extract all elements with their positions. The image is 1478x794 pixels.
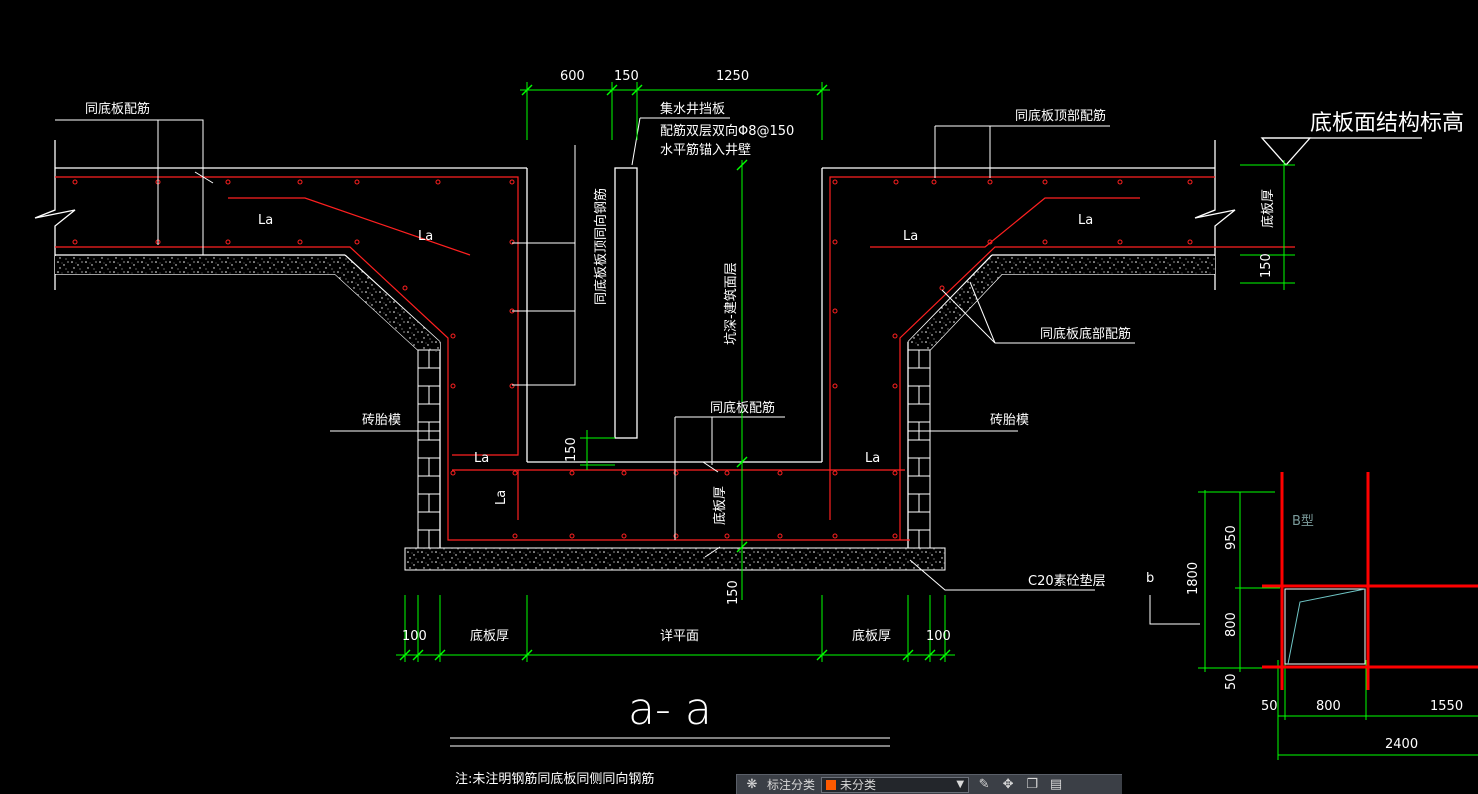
label-elevation-mark: 底板面结构标高 (1310, 111, 1464, 136)
dim-b-1800: 1800 (1186, 562, 1201, 595)
label-top-left-rebar: 同底板配筋 (85, 101, 150, 117)
label-right-bottom-rebar: 同底板底部配筋 (1040, 326, 1131, 342)
dim-top-1250: 1250 (716, 69, 749, 84)
label-sump-note-2: 配筋双层双向Φ8@150 (660, 123, 794, 139)
edit-icon[interactable]: ✎ (978, 777, 990, 792)
label-depth-v: 坑深-建筑面层 (723, 262, 739, 345)
label-la-6: La (865, 451, 880, 466)
label-slab-thickness-v: 底板厚 (1260, 189, 1276, 228)
label-b: b (1146, 571, 1154, 586)
dim-right-150: 150 (1259, 253, 1274, 278)
note-text: 注:未注明钢筋同底板同侧同向钢筋 (455, 771, 654, 787)
label-slab-thick-center-v: 底板厚 (712, 486, 728, 525)
dim-bottom-100-right: 100 (926, 629, 951, 644)
brick-mold-right (907, 349, 931, 549)
dim-bottom-slab-right: 底板厚 (852, 628, 891, 644)
dim-bottom-100-left: 100 (402, 629, 427, 644)
dimension-ticks (399, 84, 951, 661)
concrete-cushion (55, 256, 1215, 571)
dim-b-2400: 2400 (1385, 737, 1418, 752)
label-brick-left: 砖胎模 (362, 413, 401, 428)
dim-bottom-150: 150 (726, 580, 741, 605)
label-sump-note-3: 水平筋锚入井壁 (660, 142, 751, 158)
dim-bottom-pit: 详平面 (660, 629, 699, 644)
label-sump-note-1: 集水井挡板 (660, 101, 725, 117)
label-la-5: La (474, 451, 489, 466)
text-labels: 同底板配筋 集水井挡板 配筋双层双向Φ8@150 水平筋锚入井壁 同底板顶部配筋… (85, 69, 1464, 787)
dimension-lines (396, 82, 1478, 760)
dim-b-800-h: 800 (1316, 699, 1341, 714)
label-brick-right: 砖胎模 (990, 413, 1029, 428)
dim-b-950: 950 (1224, 525, 1239, 550)
b-type-slope (1287, 588, 1366, 665)
rebar-dots (72, 179, 1193, 539)
toolbar-label: 标注分类 (767, 778, 816, 792)
paste-icon[interactable]: ▤ (1049, 777, 1063, 792)
label-la-4: La (1078, 213, 1093, 228)
category-value: 未分类 (840, 778, 877, 792)
dim-b-50-v: 50 (1224, 673, 1239, 690)
b-type-grid (1262, 472, 1478, 690)
label-top-right-rebar: 同底板顶部配筋 (1015, 108, 1106, 124)
dim-b-800-v: 800 (1224, 612, 1239, 637)
annotation-toolbar: ❋ 标注分类 未分类 ▼ ✎ ✥ ❐ ▤ (736, 774, 1122, 794)
label-la-3: La (903, 229, 918, 244)
label-la-7: La (494, 490, 509, 505)
label-bottom-rebar: 同底板配筋 (710, 400, 775, 416)
move-icon[interactable]: ✥ (1002, 777, 1014, 792)
rebar (55, 176, 1295, 541)
leader-lines (55, 117, 1135, 747)
snap-icon[interactable]: ❋ (746, 777, 758, 792)
dim-top-150: 150 (614, 69, 639, 84)
dim-sump-150: 150 (564, 437, 579, 462)
category-select[interactable]: 未分类 ▼ (821, 776, 970, 793)
b-type-outline (1149, 588, 1366, 665)
label-left-wall-rebar-v: 同底板板顶同向钢筋 (593, 188, 609, 305)
dim-b-50-h: 50 (1261, 699, 1278, 714)
dim-b-1550: 1550 (1430, 699, 1463, 714)
chevron-down-icon: ▼ (956, 779, 965, 790)
label-cushion: C20素砼垫层 (1028, 573, 1106, 589)
brick-mold-left (417, 349, 441, 549)
copy-icon[interactable]: ❐ (1026, 777, 1038, 792)
label-la-1: La (258, 213, 273, 228)
label-la-2: La (418, 229, 433, 244)
dim-top-600: 600 (560, 69, 585, 84)
section-title: a- a (628, 684, 712, 735)
dim-bottom-slab-left: 底板厚 (470, 628, 509, 644)
label-b-type: B型 (1292, 514, 1314, 529)
category-swatch (826, 779, 837, 790)
